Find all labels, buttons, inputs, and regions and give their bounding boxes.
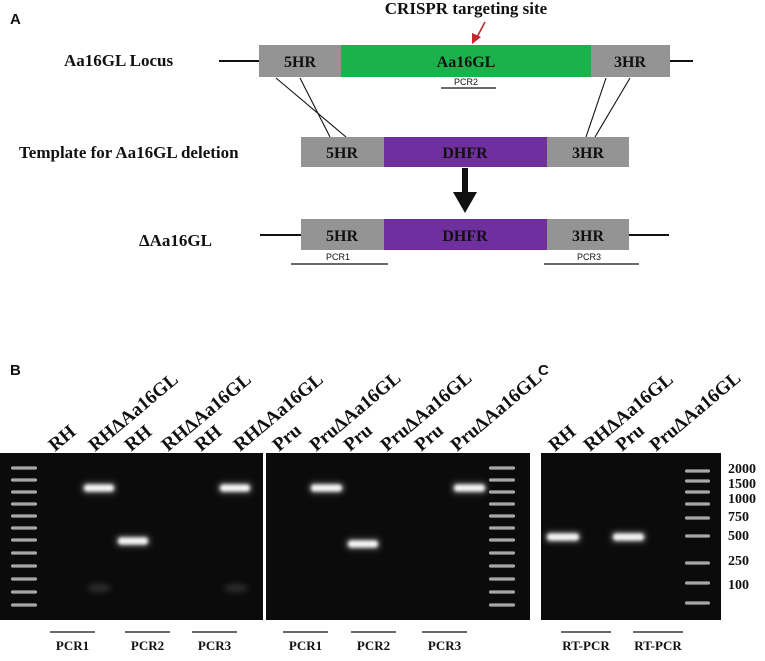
ladder-band <box>489 466 515 470</box>
group-label-gel2: PCR1 <box>289 638 322 653</box>
ladder-size-label: 1500 <box>728 477 756 492</box>
ladder-band <box>11 526 37 530</box>
ladder-band <box>685 479 710 483</box>
ladder-band <box>489 590 515 594</box>
ladder-size-label: 750 <box>728 510 749 525</box>
group-label-gel1: PCR1 <box>56 638 89 653</box>
band-rtpcr-rh <box>545 531 581 543</box>
deletion-3hr-label: 3HR <box>572 228 604 245</box>
template-3hr-label: 3HR <box>572 145 604 162</box>
ladder-band <box>11 603 37 607</box>
ladder-band <box>11 577 37 581</box>
locus-5hr-box <box>259 45 341 77</box>
ladder-band <box>11 551 37 555</box>
band-gel1-pcr3 <box>218 482 252 494</box>
locus-5hr-label: 5HR <box>284 54 316 71</box>
ladder-band <box>685 561 710 565</box>
template-5hr-box <box>301 137 384 167</box>
ladder-band <box>489 526 515 530</box>
ladder-band <box>685 490 710 494</box>
band-gel1-pcr2 <box>116 535 150 547</box>
pcr1-label: PCR1 <box>326 252 350 262</box>
ladder-band <box>11 502 37 506</box>
ladder-gel1 <box>11 466 37 607</box>
group-label-gel1: PCR2 <box>131 638 164 653</box>
pcr3-label: PCR3 <box>577 252 601 262</box>
locus-aa16gl-box <box>341 45 591 77</box>
band-gel2-pcr2 <box>346 538 380 550</box>
lane-label-gel1: RH <box>45 421 81 456</box>
group-label-gel2: PCR2 <box>357 638 390 653</box>
locus-3hr-label: 3HR <box>614 54 646 71</box>
pcr2-label: PCR2 <box>454 77 478 87</box>
ladder-band <box>685 516 710 520</box>
template-label: Template for Aa16GL deletion <box>19 143 239 162</box>
locus-aa16gl-label: Aa16GL <box>437 54 496 71</box>
ladder-band <box>489 577 515 581</box>
faint-smear <box>87 584 111 592</box>
deletion-3hr-box <box>547 219 629 250</box>
ladder-band <box>489 538 515 542</box>
ladder-band <box>489 551 515 555</box>
deletion-dhfr-box <box>384 219 547 250</box>
ladder-band <box>11 466 37 470</box>
ladder-size-label: 500 <box>728 529 749 544</box>
ladder-band <box>489 502 515 506</box>
group-label-rtpcr: RT-PCR <box>634 638 682 653</box>
band-gel2-pcr1 <box>309 482 344 494</box>
ladder-band <box>685 502 710 506</box>
panel-c-label: C <box>538 362 549 379</box>
ladder-band <box>11 590 37 594</box>
lane-label-rtpcr: RH <box>545 421 581 456</box>
ladder-band <box>11 490 37 494</box>
ladder-band <box>11 538 37 542</box>
group-label-gel2: PCR3 <box>428 638 462 653</box>
ladder-band <box>11 478 37 482</box>
ladder-band <box>489 490 515 494</box>
band-rtpcr-pru <box>611 531 646 543</box>
ladder-band <box>489 514 515 518</box>
gel-pcr-pru <box>266 453 530 620</box>
deletion-5hr-box <box>301 219 384 250</box>
down-arrow-icon <box>453 168 477 213</box>
locus-3hr-box <box>591 45 670 77</box>
ladder-band <box>685 581 710 585</box>
crispr-arrow-icon <box>472 21 486 44</box>
ladder-band <box>11 564 37 568</box>
band-gel1-pcr1 <box>82 482 116 494</box>
ladder-rtpcr <box>685 469 710 605</box>
ladder-size-label: 100 <box>728 578 749 593</box>
panel-b-label: B <box>10 362 21 379</box>
template-3hr-box <box>547 137 629 167</box>
crispr-label: CRISPR targeting site <box>385 0 548 18</box>
template-5hr-label: 5HR <box>326 145 358 162</box>
locus-label: Aa16GL Locus <box>64 51 173 70</box>
deletion-label: ΔAa16GL <box>139 231 212 250</box>
ladder-band <box>685 469 710 473</box>
faint-smear <box>224 584 248 592</box>
template-dhfr-label: DHFR <box>442 145 488 162</box>
template-dhfr-box <box>384 137 547 167</box>
deletion-5hr-label: 5HR <box>326 228 358 245</box>
ladder-gel2 <box>489 466 515 607</box>
group-label-rtpcr: RT-PCR <box>562 638 610 653</box>
ladder-band <box>489 478 515 482</box>
ladder-band <box>11 514 37 518</box>
ladder-size-label: 2000 <box>728 462 756 477</box>
ladder-band <box>685 601 710 605</box>
group-label-gel1: PCR3 <box>198 638 232 653</box>
ladder-band <box>685 534 710 538</box>
deletion-dhfr-label: DHFR <box>442 228 488 245</box>
ladder-band <box>489 564 515 568</box>
crossover-lines <box>275 77 631 138</box>
band-gel2-pcr3 <box>452 482 487 494</box>
ladder-band <box>489 603 515 607</box>
ladder-size-label: 1000 <box>728 492 756 507</box>
ladder-size-label: 250 <box>728 554 749 569</box>
panel-a-label: A <box>10 11 21 28</box>
